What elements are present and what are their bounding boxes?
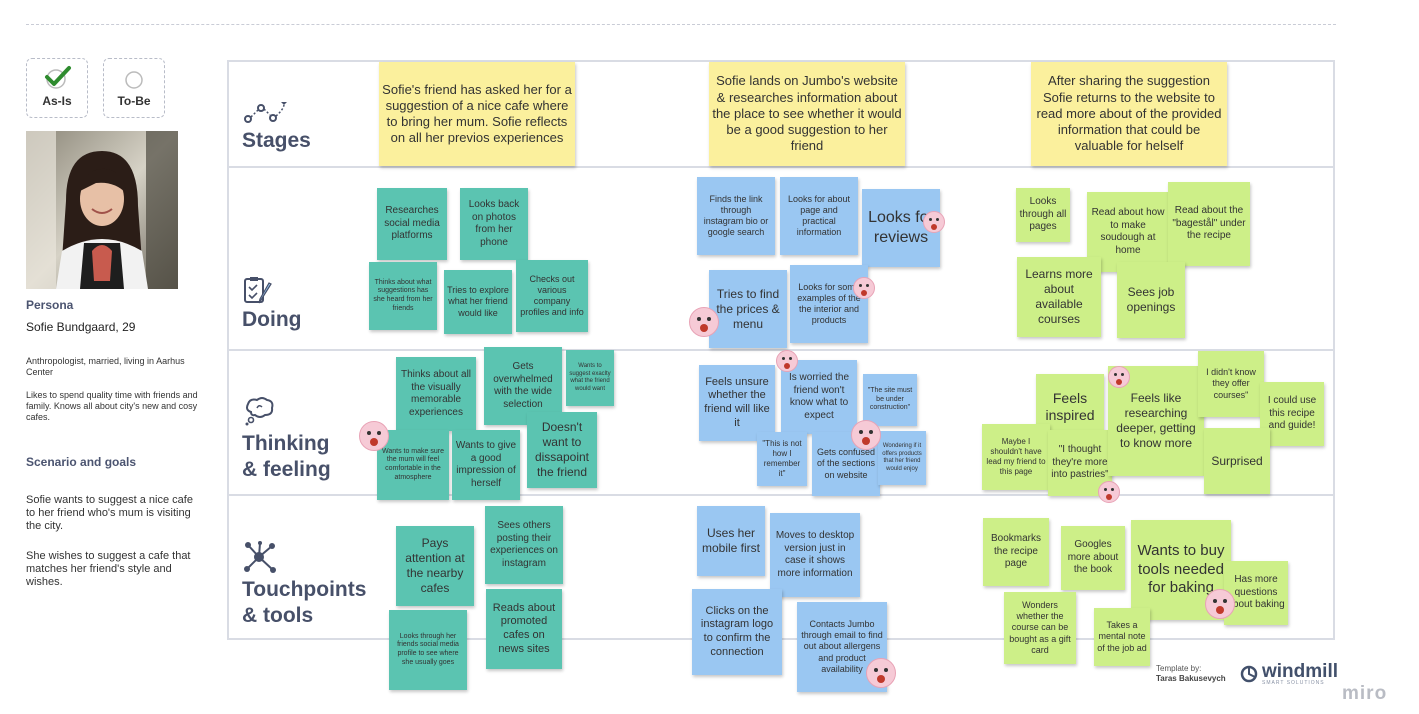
shocked-face-icon	[776, 350, 798, 372]
to-be-label: To-Be	[117, 94, 151, 108]
stage-note-3[interactable]: After sharing the suggestion Sofie retur…	[1031, 62, 1227, 166]
shocked-face-icon	[923, 211, 945, 233]
sticky-note[interactable]: Is worried the friend won't know what to…	[781, 360, 857, 434]
as-is-toggle[interactable]: As-Is	[26, 58, 88, 118]
stages-icon	[244, 102, 287, 123]
shocked-face-icon	[359, 421, 389, 451]
shocked-face-icon	[851, 420, 881, 450]
row-divider	[227, 494, 1335, 496]
shocked-face-icon	[689, 307, 719, 337]
windmill-brand: windmill	[1262, 661, 1338, 682]
sticky-note[interactable]: Sees others posting their experiences on…	[485, 506, 563, 584]
sticky-note[interactable]: Finds the link through instagram bio or …	[697, 177, 775, 255]
row-title-feeling: & feeling	[242, 458, 331, 481]
sticky-note[interactable]: Looks through her friends social media p…	[389, 610, 467, 690]
sticky-note[interactable]: Takes a mental note of the job ad	[1094, 608, 1150, 666]
sticky-note[interactable]: Clicks on the instagram logo to confirm …	[692, 589, 782, 675]
sticky-note[interactable]: Feels unsure whether the friend will lik…	[699, 365, 775, 441]
sticky-note[interactable]: Thinks about all the visually memorable …	[396, 357, 476, 431]
sticky-note[interactable]: Learns more about available courses	[1017, 257, 1101, 337]
shocked-face-icon	[1108, 366, 1130, 388]
scenario-paragraph-1: Sofie wants to suggest a nice cafe to he…	[26, 494, 193, 532]
sticky-note[interactable]: Wants to suggest exaclty what the friend…	[566, 350, 614, 406]
sticky-note[interactable]: Has more questions about baking	[1224, 561, 1288, 625]
sticky-note[interactable]: I didn't know they offer courses"	[1198, 351, 1264, 417]
sticky-note[interactable]: Wondering if it offers products that her…	[878, 431, 926, 485]
persona-heading: Persona	[26, 298, 74, 312]
sticky-note[interactable]: Pays attention at the nearby cafes	[396, 526, 474, 606]
windmill-logo-icon	[1240, 665, 1258, 683]
windmill-brand-sub: SMART SOLUTIONS	[1262, 680, 1325, 686]
sticky-note[interactable]: Doesn't want to dissapoint the friend	[527, 412, 597, 488]
sticky-note[interactable]: Thinks about what suggestions has she he…	[369, 262, 437, 330]
sticky-note[interactable]: Tries to explore what her friend would l…	[444, 270, 512, 334]
sticky-note[interactable]: Looks for some examples of the the inter…	[790, 265, 868, 343]
sticky-note[interactable]: Wants to make sure the mum will feel com…	[377, 430, 449, 500]
sticky-note[interactable]: Bookmarks the recipe page	[983, 518, 1049, 586]
top-dashed-divider	[26, 24, 1336, 25]
sticky-note[interactable]: "The site must be under construction"	[863, 374, 917, 426]
as-is-label: As-Is	[42, 94, 72, 108]
sticky-note[interactable]: Moves to desktop version just in case it…	[770, 513, 860, 597]
row-title-stages: Stages	[242, 129, 311, 152]
shocked-face-icon	[1205, 589, 1235, 619]
sticky-note[interactable]: Looks back on photos from her phone	[460, 188, 528, 260]
sticky-note[interactable]: Wonders whether the course can be bought…	[1004, 592, 1076, 664]
template-by-label: Template by:	[1156, 664, 1202, 673]
sticky-note[interactable]: Wants to buy tools needed for baking	[1131, 520, 1231, 620]
row-title-doing: Doing	[242, 308, 302, 331]
sticky-note[interactable]: I could use this recipe and guide!	[1260, 382, 1324, 446]
sticky-note[interactable]: Looks through all pages	[1016, 188, 1070, 242]
radio-empty-icon	[125, 71, 143, 89]
template-credit: Template by: Taras Bakusevych	[1156, 664, 1226, 684]
row-title-tools: & tools	[242, 604, 314, 627]
sticky-note[interactable]: Sees job openings	[1117, 262, 1185, 338]
sticky-note[interactable]: Googles more about the book	[1061, 526, 1125, 590]
shocked-face-icon	[853, 277, 875, 299]
stage-note-1[interactable]: Sofie's friend has asked her for a sugge…	[379, 62, 575, 166]
sticky-note[interactable]: Checks out various company profiles and …	[516, 260, 588, 332]
scenario-paragraph-2: She wishes to suggest a cafe that matche…	[26, 550, 191, 588]
sticky-note[interactable]: Wants to give a good impression of herse…	[452, 430, 520, 500]
sticky-note[interactable]: Read about the "bagestål" under the reci…	[1168, 182, 1250, 266]
shocked-face-icon	[1098, 481, 1120, 503]
sticky-note[interactable]: Researches social media platforms	[377, 188, 447, 260]
sticky-note[interactable]: Reads about promoted cafes on news sites	[486, 589, 562, 669]
miro-logo: miro	[1342, 683, 1388, 704]
sticky-note[interactable]: Feels like researching deeper, getting t…	[1108, 366, 1204, 476]
persona-name: Sofie Bundgaard, 29	[26, 320, 136, 334]
row-title-thinking: Thinking	[242, 432, 330, 455]
sticky-note[interactable]: Uses her mobile first	[697, 506, 765, 576]
row-title-touchpoints: Touchpoints	[242, 578, 367, 601]
stage-note-2[interactable]: Sofie lands on Jumbo's website & researc…	[709, 62, 905, 166]
row-divider	[227, 166, 1335, 168]
persona-description-1: Anthropologist, married, living in Aarhu…	[26, 356, 185, 377]
network-icon	[244, 541, 276, 573]
sticky-note[interactable]: "This is not how I remember it"	[757, 432, 807, 486]
to-be-toggle[interactable]: To-Be	[103, 58, 165, 118]
clipboard-icon	[244, 277, 272, 304]
sticky-note[interactable]: Looks for about page and practical infor…	[780, 177, 858, 255]
sticky-note[interactable]: Maybe I shouldn't have lead my friend to…	[982, 424, 1050, 490]
shocked-face-icon	[866, 658, 896, 688]
persona-photo	[26, 131, 178, 289]
checkmark-icon	[45, 66, 71, 89]
scenario-heading: Scenario and goals	[26, 455, 137, 469]
sticky-note[interactable]: Surprised	[1204, 428, 1270, 494]
persona-description-2: Likes to spend quality time with friends…	[26, 390, 198, 422]
template-author: Taras Bakusevych	[1156, 674, 1226, 683]
thought-bubble-icon	[245, 397, 274, 426]
row-divider	[227, 349, 1335, 351]
sticky-note[interactable]: Tries to find the prices & menu	[709, 270, 787, 348]
